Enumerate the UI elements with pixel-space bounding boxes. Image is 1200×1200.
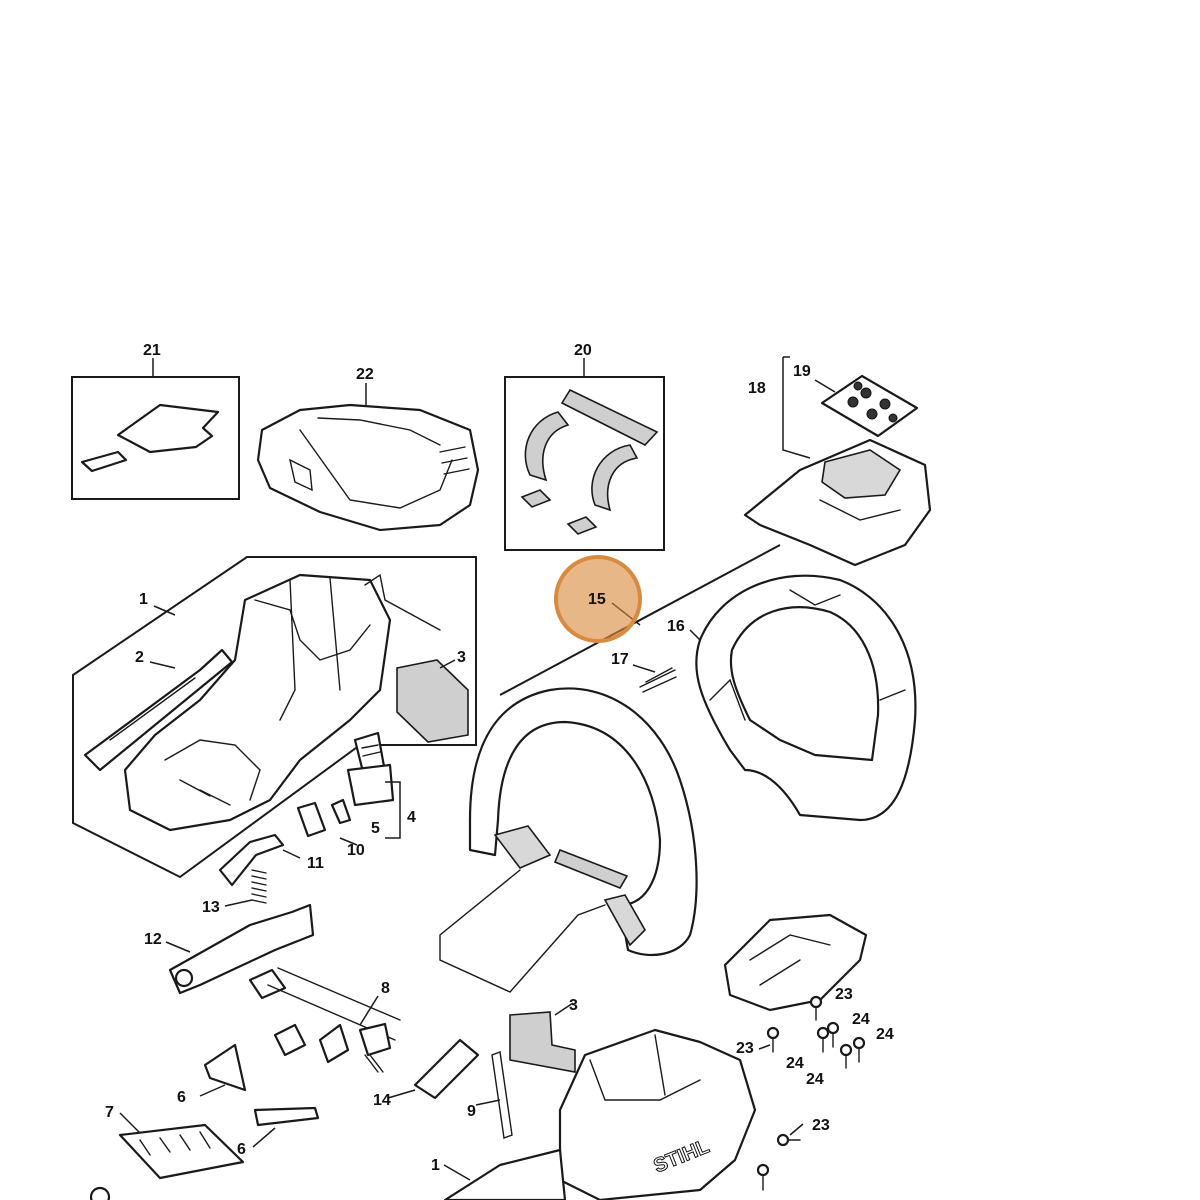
part-1-lower-housing: STIHL: [443, 1028, 757, 1200]
callout-24-c: 24: [786, 1055, 804, 1072]
callout-7: 7: [105, 1104, 114, 1121]
part-8-lever-set: [248, 967, 401, 1073]
callout-23-bottom: 23: [812, 1117, 830, 1134]
part-20-foam-set: [504, 376, 665, 551]
callout-1-lower: 1: [431, 1157, 440, 1174]
part-19-decal: [814, 374, 919, 438]
highlight-circle[interactable]: [554, 555, 642, 643]
callout-15: 15: [588, 591, 606, 608]
callout-21: 21: [143, 342, 161, 359]
part-16-bracket-frame: [499, 544, 781, 696]
callout-24-a: 24: [852, 1011, 870, 1028]
callout-3-lower: 3: [569, 997, 578, 1014]
part-6-lower: [253, 1106, 320, 1127]
part-3-foam-lower: [509, 1011, 576, 1073]
part-16-handle: [695, 574, 917, 822]
callout-24-d: 24: [806, 1071, 824, 1088]
callout-5: 5: [371, 820, 380, 837]
callout-10: 10: [347, 842, 365, 859]
callout-22: 22: [356, 366, 374, 383]
part-9-rod: [491, 1051, 513, 1139]
part-2-grip: [83, 648, 234, 772]
callout-labels: 21 22 20 18 19 1 2 3 4 5 10 11 13 12 8 6…: [105, 342, 894, 1174]
part-7-block: [118, 1123, 245, 1180]
part-10-plug: [296, 801, 327, 838]
callout-9: 9: [467, 1103, 476, 1120]
part-23-screws: [756, 995, 823, 1191]
part-1-housing: [72, 556, 477, 879]
part-4-switch: [346, 731, 401, 839]
part-15-handle: [439, 687, 698, 993]
callout-16: 16: [667, 618, 685, 635]
part-17-spring: [639, 667, 677, 693]
callout-19: 19: [793, 363, 811, 380]
callout-8: 8: [381, 980, 390, 997]
part-11-lever: [218, 833, 285, 887]
part-3-foam-upper: [396, 659, 469, 743]
part-6-upper: [203, 1043, 247, 1092]
callout-1-upper: 1: [139, 591, 148, 608]
part-14-clip: [413, 1038, 480, 1100]
part-24-base-plate: [723, 913, 868, 1012]
part-12-trigger: [168, 903, 315, 995]
callout-23-mid: 23: [736, 1040, 754, 1057]
callout-11: 11: [307, 855, 324, 872]
callout-24-b: 24: [876, 1026, 894, 1043]
callout-18: 18: [748, 380, 766, 397]
part-5-spring: [330, 798, 352, 825]
callout-2: 2: [135, 649, 144, 666]
callout-3-upper: 3: [457, 649, 466, 666]
part-nut: [89, 1186, 111, 1200]
part-21-template: [71, 376, 240, 500]
callout-13: 13: [202, 899, 220, 916]
callout-17: 17: [611, 651, 629, 668]
part-24-screws: [816, 1021, 866, 1069]
callout-12: 12: [144, 931, 162, 948]
callout-14: 14: [373, 1092, 391, 1109]
part-18-cover: [743, 356, 932, 567]
callout-23-top: 23: [835, 986, 853, 1003]
callout-6-upper: 6: [177, 1089, 186, 1106]
callout-4: 4: [407, 809, 416, 826]
callout-6-lower: 6: [237, 1141, 246, 1158]
callout-20: 20: [574, 342, 592, 359]
highlight-marker[interactable]: 15: [554, 555, 642, 643]
part-22-shroud: [256, 403, 480, 532]
part-13-spring: [251, 869, 267, 904]
